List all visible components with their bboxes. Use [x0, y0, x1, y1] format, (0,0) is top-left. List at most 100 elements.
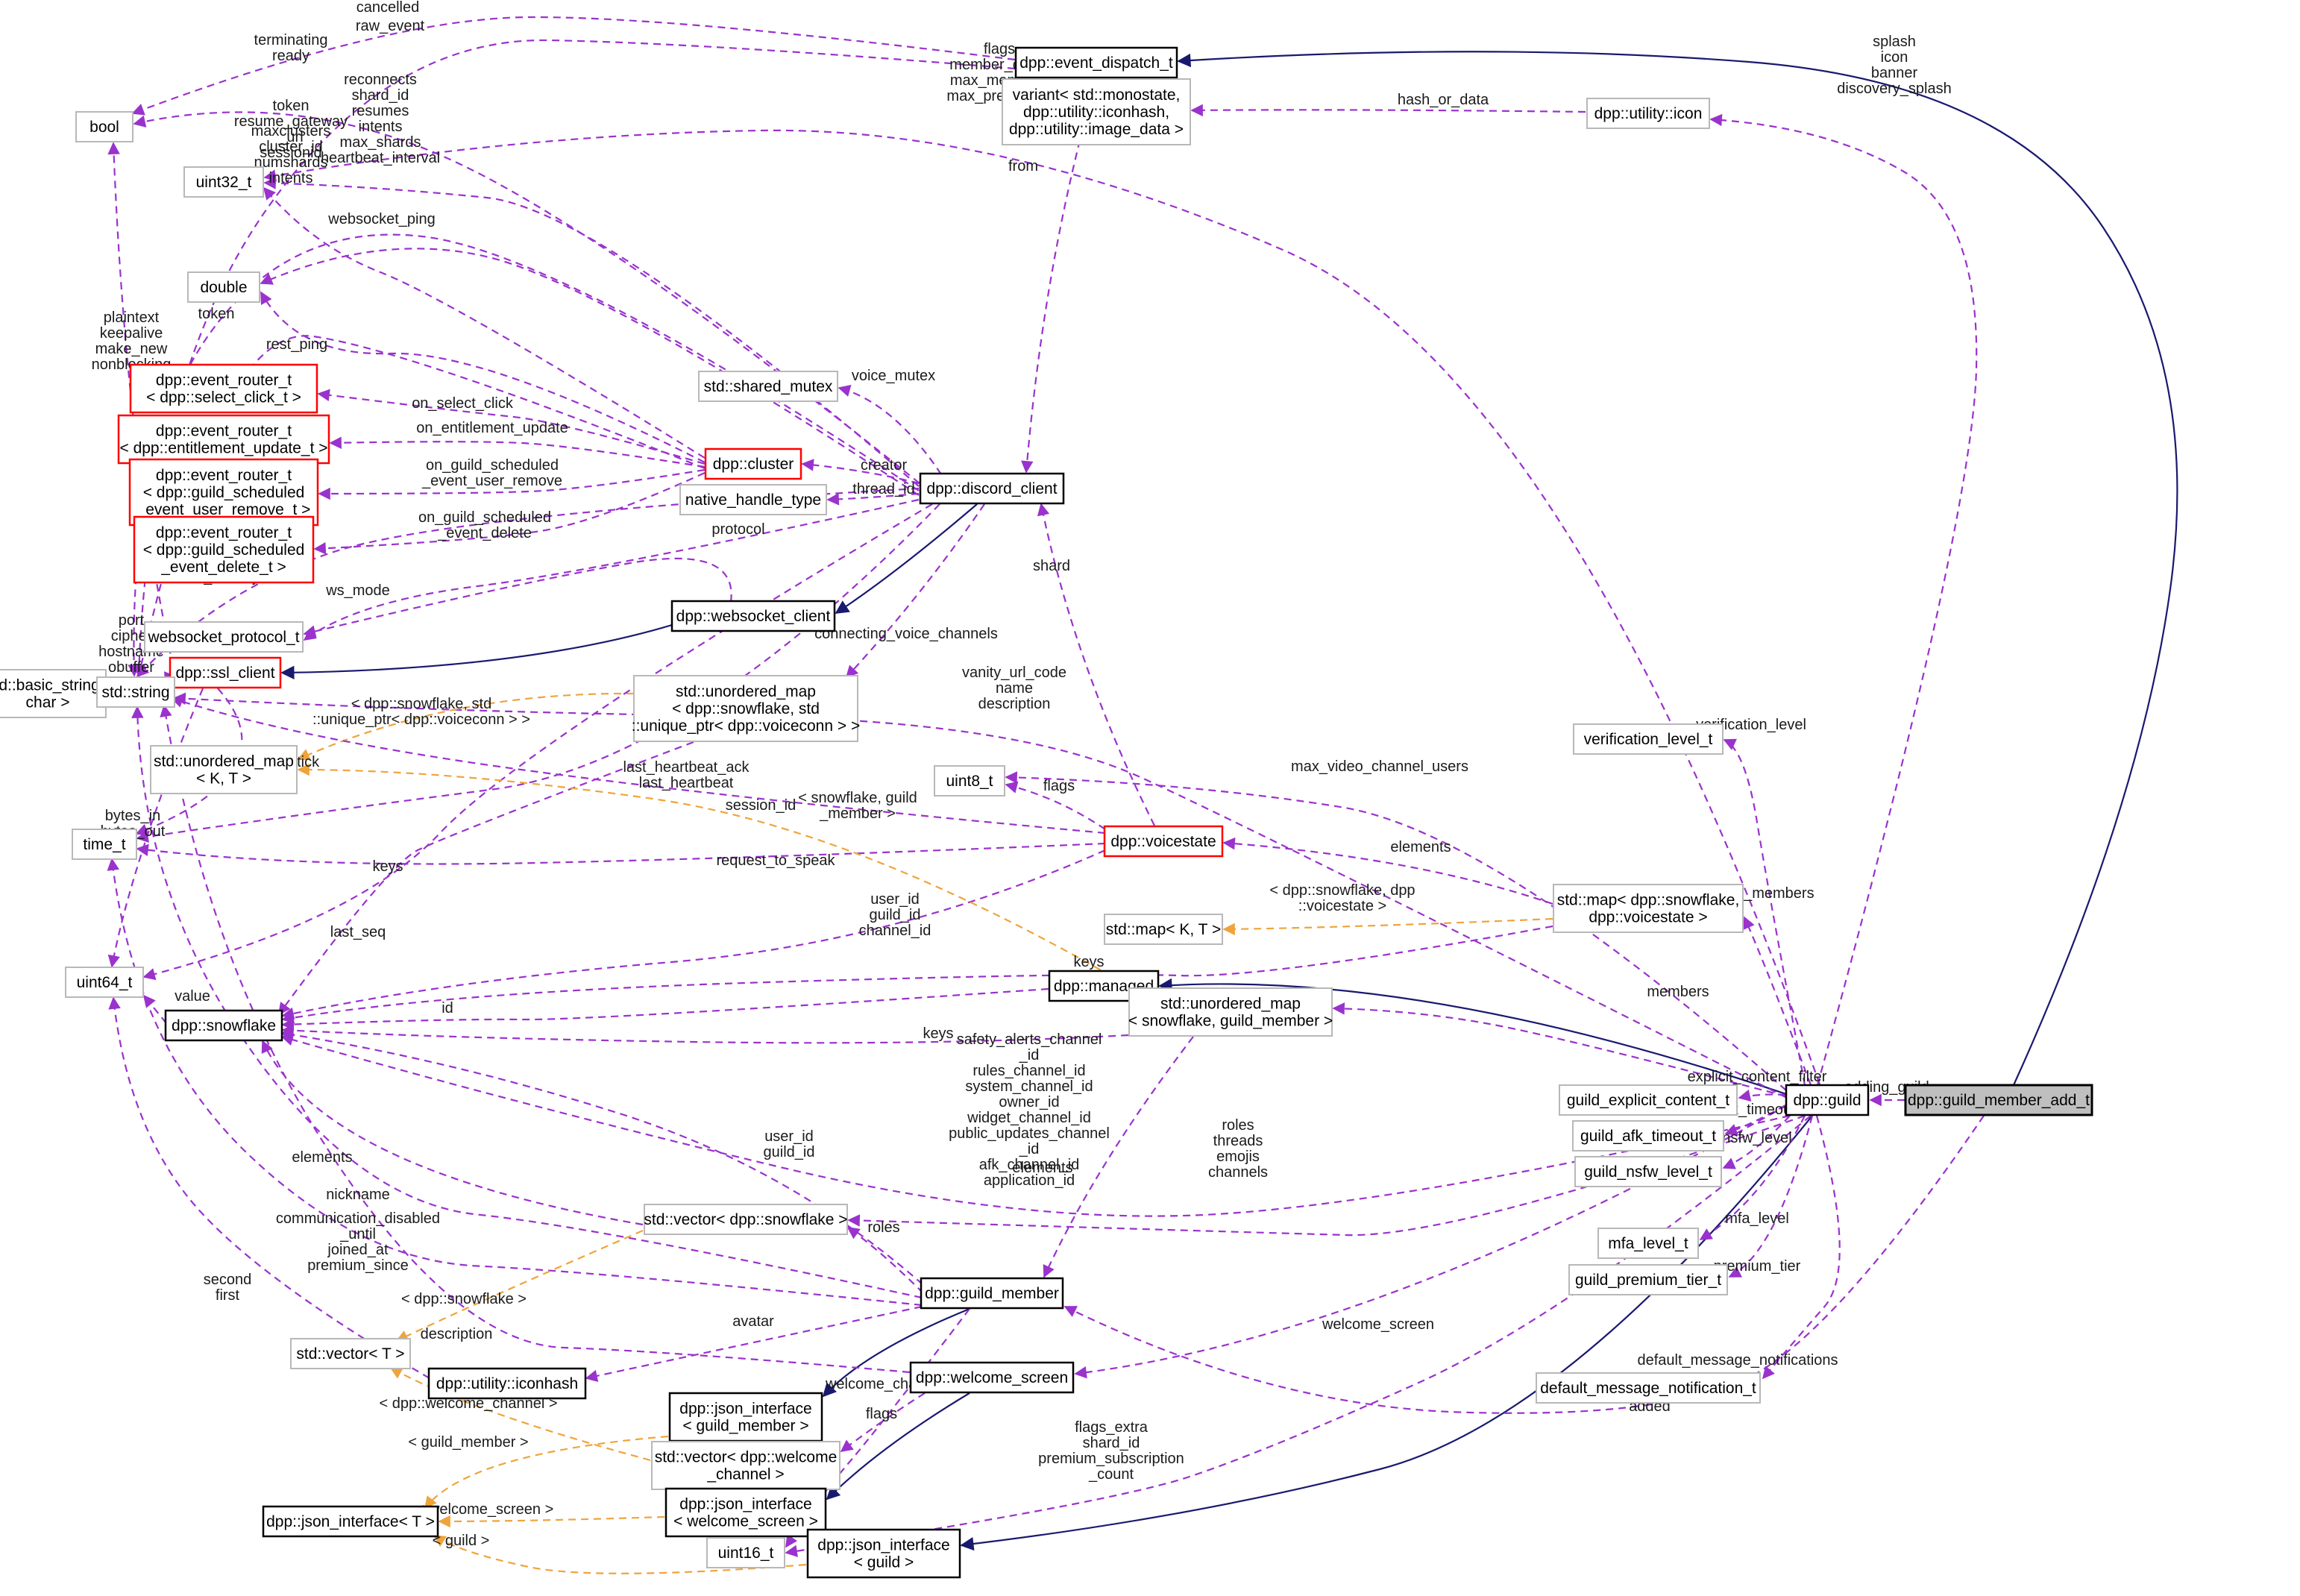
node-box-ji_g[interactable]	[806, 1528, 961, 1579]
node-box-vector_t[interactable]	[290, 1338, 411, 1369]
node-string: std::string	[96, 676, 175, 708]
edge-managed-to-snowflake	[281, 987, 1049, 1031]
node-box-nht[interactable]	[679, 484, 827, 515]
edge-cluster-to-er_gseur	[318, 468, 706, 500]
edge-ji_ws-to-ji_t	[438, 1515, 665, 1528]
node-label-edispatch: dpp::event_dispatch_t	[1019, 54, 1173, 72]
node-label-vec_sf: std::vector< dpp::snowflake >	[644, 1211, 847, 1228]
edge-um_gm-to-gmember	[1043, 1036, 1194, 1278]
edge-label-vstate-dclient: shard	[1033, 558, 1070, 574]
edge-label-map_vs-vstate: elements	[1390, 839, 1451, 855]
node-box-wscreen[interactable]	[909, 1361, 1075, 1394]
node-label-map_kt: std::map< K, T >	[1106, 921, 1221, 938]
node-box-er_ent[interactable]	[117, 414, 330, 465]
node-box-guild[interactable]	[1785, 1084, 1870, 1116]
edge-dclient-to-wsclient	[835, 503, 978, 615]
node-box-gexp[interactable]	[1559, 1084, 1738, 1116]
node-box-bool[interactable]	[75, 111, 133, 142]
edge-guild-to-uint8	[1005, 771, 1787, 1091]
node-gexp: guild_explicit_content_t	[1559, 1084, 1738, 1116]
node-box-time_t[interactable]	[72, 829, 137, 860]
node-box-map_vs[interactable]	[1553, 884, 1744, 933]
edge-um_vc-to-snowflake	[278, 741, 694, 1016]
edge-map_vs-to-snowflake	[281, 925, 1553, 1024]
node-label-ji_gm: dpp::json_interface< guild_member >	[679, 1401, 811, 1435]
node-box-ssl[interactable]	[169, 656, 282, 689]
node-ji_ws: dpp::json_interface< welcome_screen >	[664, 1487, 827, 1538]
node-label-gma: dpp::guild_member_add_t	[1908, 1092, 2090, 1109]
node-box-er_select[interactable]	[129, 363, 318, 414]
node-box-gmember[interactable]	[920, 1277, 1064, 1310]
edge-label-wscreen-string: description	[421, 1326, 493, 1342]
node-box-string[interactable]	[96, 676, 175, 708]
edge-label-dclient-shmutex: voice_mutex	[852, 368, 935, 384]
node-box-iconhash[interactable]	[427, 1367, 587, 1400]
edge-vstate-to-time_t	[136, 842, 1106, 865]
node-box-map_kt[interactable]	[1104, 914, 1223, 945]
node-box-double[interactable]	[187, 271, 260, 303]
edge-guild-to-uint16	[785, 1115, 1812, 1557]
node-label-dclient: dpp::discord_client	[926, 480, 1057, 497]
node-box-gnsfw[interactable]	[1574, 1156, 1722, 1187]
edges-layer	[94, 16, 2178, 1574]
edge-label-gmember-uint16: flags	[866, 1406, 897, 1422]
node-box-verlvl[interactable]	[1573, 723, 1724, 755]
node-box-variant[interactable]	[1002, 78, 1191, 145]
node-box-dmn[interactable]	[1536, 1372, 1761, 1404]
node-box-gma[interactable]	[1904, 1084, 2093, 1116]
node-box-snowflake[interactable]	[164, 1009, 283, 1042]
edge-label-edispatch-string: raw_event	[356, 18, 425, 34]
node-dclient: dpp::discord_client	[919, 472, 1065, 505]
node-box-ji_t[interactable]	[262, 1505, 439, 1538]
node-box-ji_ws[interactable]	[664, 1487, 827, 1538]
edge-label-dclient-cluster: creator	[861, 457, 908, 474]
node-time_t: time_t	[72, 829, 137, 860]
edge-label-guild-dmn: default_message_notifications	[1637, 1352, 1838, 1369]
node-box-er_gsed[interactable]	[133, 515, 315, 584]
node-box-vstate[interactable]	[1103, 825, 1224, 858]
node-box-ji_gm[interactable]	[668, 1392, 823, 1442]
edge-guild-to-verlvl	[1723, 738, 1806, 1086]
edge-label-dclient-nht: thread_id	[852, 481, 914, 497]
node-double: double	[187, 271, 260, 303]
node-box-um_gm[interactable]	[1128, 987, 1333, 1037]
node-label-snowflake: dpp::snowflake	[172, 1017, 276, 1034]
node-label-cluster: dpp::cluster	[713, 456, 794, 473]
node-label-nht: native_handle_type	[685, 491, 821, 509]
node-er_gseur: dpp::event_router_t< dpp::guild_schedule…	[128, 458, 319, 527]
node-box-uint16[interactable]	[706, 1537, 785, 1568]
node-ji_t: dpp::json_interface< T >	[262, 1505, 439, 1538]
node-box-icon[interactable]	[1586, 98, 1710, 129]
node-label-string: std::string	[101, 684, 169, 701]
node-box-um_kt[interactable]	[150, 745, 298, 794]
node-label-variant: variant< std::monostate,dpp::utility::ic…	[1009, 87, 1184, 138]
node-box-uint64[interactable]	[65, 967, 144, 998]
edge-label-dclient-wsproto: ws_mode	[325, 582, 390, 599]
node-label-vec_wc: std::vector< dpp::welcome_channel >	[655, 1449, 838, 1483]
node-box-er_gseur[interactable]	[128, 458, 319, 527]
node-guild: dpp::guild	[1785, 1084, 1870, 1116]
node-box-cluster[interactable]	[704, 447, 802, 480]
node-box-gpt[interactable]	[1568, 1264, 1728, 1295]
node-snowflake: dpp::snowflake	[164, 1009, 283, 1042]
node-box-edispatch[interactable]	[1014, 46, 1178, 79]
node-box-wsclient[interactable]	[670, 600, 836, 632]
node-box-gafk[interactable]	[1572, 1120, 1724, 1152]
node-box-mfa[interactable]	[1597, 1228, 1699, 1259]
node-box-uint32[interactable]	[183, 166, 264, 198]
edge-guild-to-gnsfw	[1722, 1115, 1791, 1169]
node-box-um_vc[interactable]	[633, 675, 858, 742]
node-box-shmutex[interactable]	[698, 371, 838, 402]
edge-label-vstate-time_t: request_to_speak	[716, 852, 835, 869]
node-edispatch: dpp::event_dispatch_t	[1014, 46, 1178, 79]
node-box-vec_sf[interactable]	[644, 1204, 848, 1235]
edge-label-guild-gnsfw: nsfw_level	[1722, 1130, 1791, 1146]
node-box-uint8[interactable]	[934, 765, 1005, 797]
node-gafk: guild_afk_timeout_t	[1572, 1120, 1724, 1152]
edge-guild-to-mfa	[1699, 1115, 1806, 1240]
node-label-time_t: time_t	[83, 836, 125, 853]
node-wsclient: dpp::websocket_client	[670, 600, 836, 632]
node-box-dclient[interactable]	[919, 472, 1065, 505]
node-box-wsproto[interactable]	[144, 621, 304, 653]
